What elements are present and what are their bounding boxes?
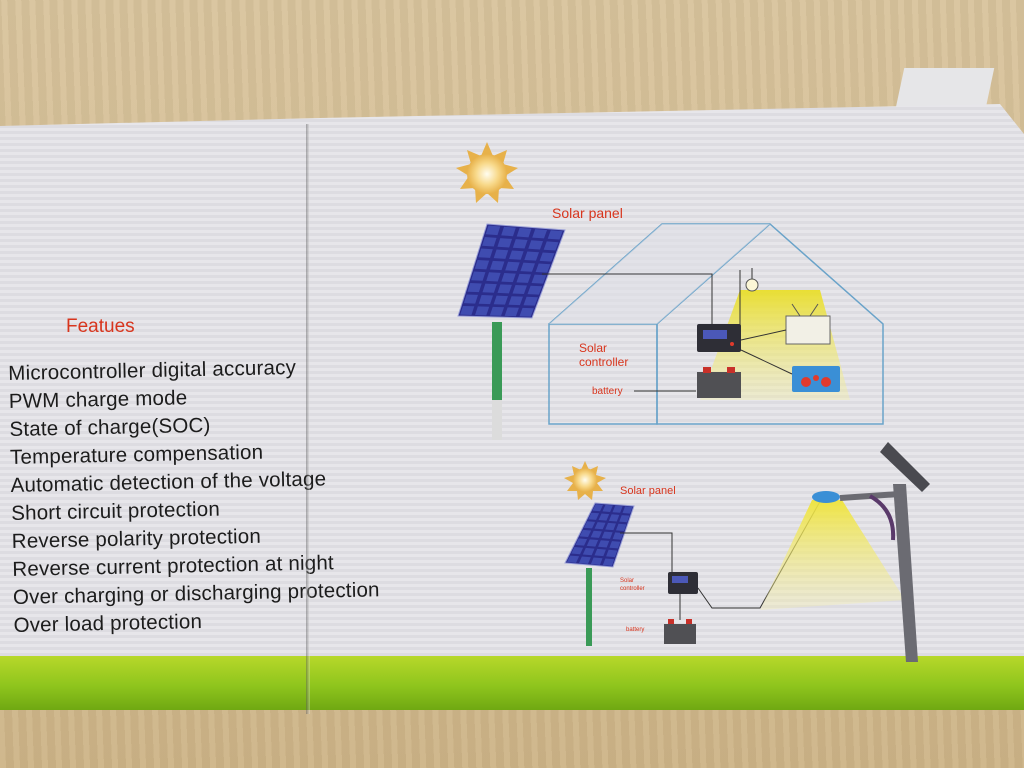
solar-cell [532,229,548,239]
solar-cell [605,522,616,531]
solar-cell [531,274,547,284]
panel-pole [492,322,502,440]
solar-cell [463,294,479,304]
solar-cell [588,512,600,520]
solar-cell [474,259,490,270]
street-lamp-icon [812,442,930,662]
solar-cell [501,273,516,283]
solar-cell [578,556,591,564]
solar-cell [489,306,505,316]
solar-cell [566,555,580,563]
solar-cell [598,540,610,548]
solar-cell [594,548,606,557]
solar-cell [622,506,633,514]
solar-cell [575,538,588,546]
solar-cell [467,282,482,293]
solar-cell [504,307,519,317]
solar-cell [524,251,540,261]
battery-icon-small [664,619,696,644]
solar-panel-label-small: Solar panel [620,485,676,497]
street-light-beam [760,500,905,610]
solar-controller-icon [697,324,741,352]
radio-icon [792,366,840,392]
solar-cell [475,306,490,316]
solar-panel-icon [457,223,566,319]
light-bulb-icon [745,268,759,292]
solar-panel-label: Solar panel [552,205,623,221]
solar-cell [535,263,551,273]
solar-cell [516,227,532,238]
solar-cell [582,547,595,556]
solar-cell [460,305,475,315]
solar-cell [527,285,543,295]
battery-label-small: battery [626,627,644,633]
solar-cell [583,521,596,529]
product-box-side [0,104,1024,710]
solar-cell [520,262,536,272]
solar-cell [606,549,618,558]
green-stripe [0,656,1024,710]
sun-icon [456,142,518,203]
solar-cell [539,252,555,262]
panel-wire [542,273,713,324]
solar-cell [579,529,592,538]
solar-cell [512,285,527,294]
solar-cell [612,532,624,540]
solar-cell [594,522,606,530]
solar-cell [609,541,621,549]
battery-label: battery [592,386,623,397]
solar-cell [482,237,497,247]
solar-cell [508,296,523,306]
solar-cell [478,295,493,305]
panel-wire-small [620,532,673,572]
solar-cell [528,240,544,250]
solar-cell [592,504,604,512]
solar-cell [509,250,524,260]
solar-cell [598,513,610,521]
sun-icon [564,461,606,500]
solar-cell [512,239,528,249]
solar-cell [601,531,613,539]
solar-cell [590,530,602,538]
solar-cell [571,546,584,555]
solar-cell [590,557,603,565]
solar-cell [489,260,505,271]
solar-cell [516,273,531,283]
solar-controller-icon-small [668,572,698,594]
solar-panel-icon-small [564,502,635,568]
solar-cell [501,226,516,237]
solar-cell [615,523,627,531]
features-heading: Featues [66,316,135,337]
solar-cell [485,225,501,236]
panel-pole-base [492,400,502,440]
tv-wire [740,329,787,341]
solar-cell [497,238,513,248]
radio-wire [740,349,793,375]
solar-cell [493,295,508,305]
solar-cell [478,248,493,258]
solar-cell [482,283,497,293]
solar-cell [493,249,509,259]
solar-cell [547,230,563,240]
solar-cell [486,272,501,282]
solar-cell [519,307,534,317]
panel-pole-small [586,568,592,646]
battery-icon [697,367,741,398]
solar-cell [523,296,538,306]
solar-cell [505,261,520,271]
solar-cell [602,558,615,566]
solar-cell [586,539,599,547]
solar-cell [608,514,620,522]
solar-cell [619,515,630,523]
box-fold-crease [306,124,310,714]
solar-cell [497,284,512,294]
solar-cell [602,504,613,513]
solar-cell [471,271,486,281]
solar-cell [543,241,559,251]
solar-cell [612,505,623,513]
